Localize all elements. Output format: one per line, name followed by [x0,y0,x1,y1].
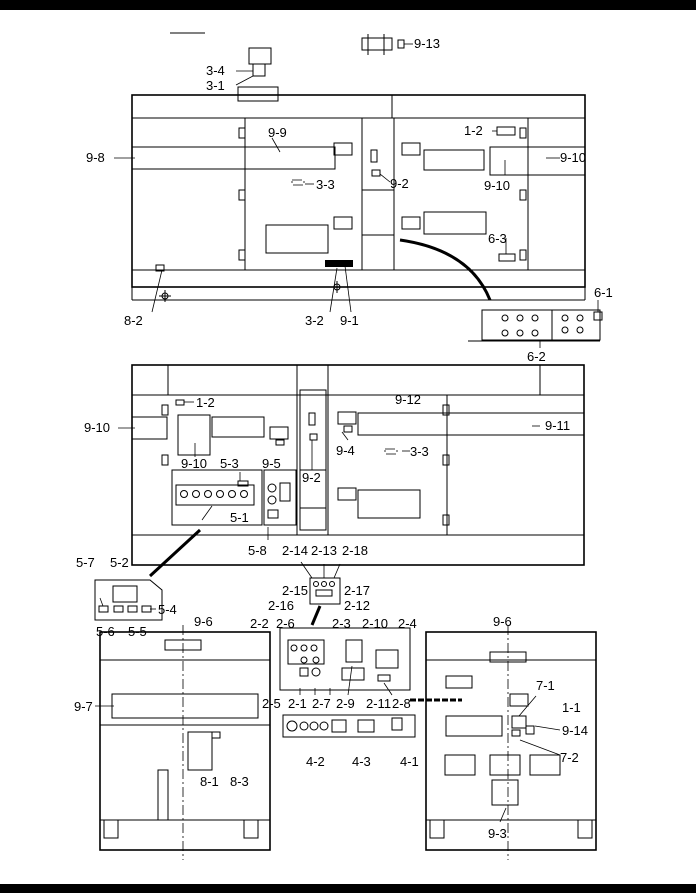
label-1-1: 1-1 [562,700,581,715]
label-1-2-mid: 1-2 [196,395,215,410]
label-4-1: 4-1 [400,754,419,769]
label-4-2: 4-2 [306,754,325,769]
label-5-7: 5-7 [76,555,95,570]
panel-meters [180,490,248,498]
label-9-10-right: 9-10 [560,150,586,165]
label-9-1: 9-1 [340,313,359,328]
label-9-13: 9-13 [414,36,440,51]
label-2-6: 2-6 [276,616,295,631]
label-2-15: 2-15 [282,583,308,598]
label-2-2: 2-2 [250,616,269,631]
label-2-16: 2-16 [268,598,294,613]
label-8-2: 8-2 [124,313,143,328]
label-9-6-front: 9-6 [194,614,213,629]
label-2-9: 2-9 [336,696,355,711]
label-9-5: 9-5 [262,456,281,471]
label-5-4: 5-4 [158,602,177,617]
label-7-2: 7-2 [560,750,579,765]
label-6-1: 6-1 [594,285,613,300]
detail-2-12-18 [300,561,341,626]
detail-4 [282,714,416,738]
label-9-2-top: 9-2 [390,176,409,191]
side-view-left [114,32,603,348]
label-2-3: 2-3 [332,616,351,631]
label-4-3: 4-3 [352,754,371,769]
label-3-2: 3-2 [305,313,324,328]
label-2-18: 2-18 [342,543,368,558]
label-9-7: 9-7 [74,699,93,714]
label-2-13: 2-13 [311,543,337,558]
label-9-6-rear: 9-6 [493,614,512,629]
label-9-3: 9-3 [488,826,507,841]
lift-point-marker [159,281,343,302]
label-3-3-mid: 3-3 [410,444,429,459]
label-2-11: 2-11 [366,696,391,711]
label-2-10: 2-10 [362,616,388,631]
detail-5 [94,579,163,621]
label-7-1: 7-1 [536,678,555,693]
label-9-4: 9-4 [336,443,355,458]
label-3-1: 3-1 [206,78,225,93]
label-3-3-top: 3-3 [316,177,335,192]
label-2-4: 2-4 [398,616,417,631]
label-5-1: 5-1 [230,510,249,525]
bottom-border-bar [0,884,696,893]
label-9-11: 9-11 [545,418,570,433]
part-labels: 9-13 3-4 3-1 9-8 9-9 3-3 9-2 1-2 9-10 9-… [74,36,613,841]
label-9-12: 9-12 [395,392,421,407]
label-6-2: 6-2 [527,349,546,364]
label-2-1: 2-1 [288,696,307,711]
rear-end-view [425,625,597,860]
label-2-12: 2-12 [344,598,370,613]
front-end-view [95,625,271,860]
label-6-3: 6-3 [488,231,507,246]
label-2-8: 2-8 [392,696,411,711]
side-view-right [118,364,585,578]
label-2-5: 2-5 [262,696,281,711]
label-9-10-lower: 9-10 [181,456,207,471]
label-8-3: 8-3 [230,774,249,789]
label-9-10-left: 9-10 [84,420,110,435]
detail-2-panel [279,627,411,696]
label-1-2-top: 1-2 [464,123,483,138]
label-2-7: 2-7 [312,696,331,711]
detail-6 [468,300,603,348]
detail-9-13 [361,34,413,55]
label-5-3: 5-3 [220,456,239,471]
label-5-8: 5-8 [248,543,267,558]
label-3-4: 3-4 [206,63,225,78]
label-9-14: 9-14 [562,723,588,738]
label-9-2-mid: 9-2 [302,470,321,485]
top-border-bar [0,0,696,10]
label-5-5: 5-5 [128,624,147,639]
label-9-10-mid: 9-10 [484,178,510,193]
label-2-14: 2-14 [282,543,308,558]
label-9-8: 9-8 [86,150,105,165]
label-5-2: 5-2 [110,555,129,570]
label-2-17: 2-17 [344,583,370,598]
label-9-9: 9-9 [268,125,287,140]
label-5-6: 5-6 [96,624,115,639]
label-8-1: 8-1 [200,774,219,789]
